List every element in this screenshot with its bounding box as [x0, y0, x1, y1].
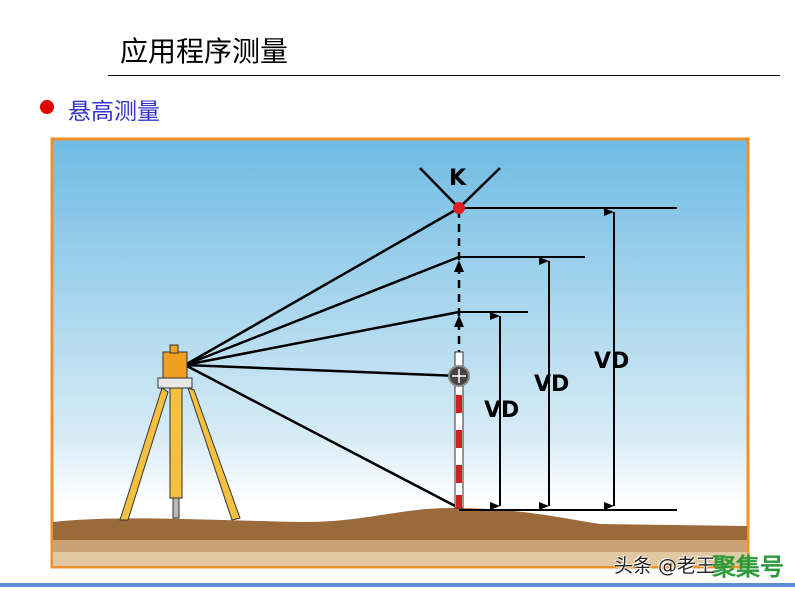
slide-subtitle: 悬高测量 — [68, 99, 160, 125]
diagram-frame — [50, 137, 750, 569]
label-vd-3: VD — [594, 349, 630, 374]
bullet-icon — [40, 100, 54, 114]
label-vd-2: VD — [534, 372, 570, 397]
slide-title: 应用程序测量 — [120, 35, 289, 68]
vd-arrows — [490, 208, 615, 510]
bottom-bar — [0, 583, 795, 587]
label-vd-1: VD — [484, 398, 520, 423]
label-k: K — [449, 166, 467, 191]
watermark-source: 头条 @老王 — [614, 555, 716, 577]
sight-lines — [184, 206, 460, 510]
rod — [454, 351, 464, 509]
watermark-brand: 聚集号 — [712, 553, 784, 581]
point-k — [453, 202, 465, 214]
total-station-tripod — [119, 344, 241, 521]
title-divider — [108, 75, 780, 76]
